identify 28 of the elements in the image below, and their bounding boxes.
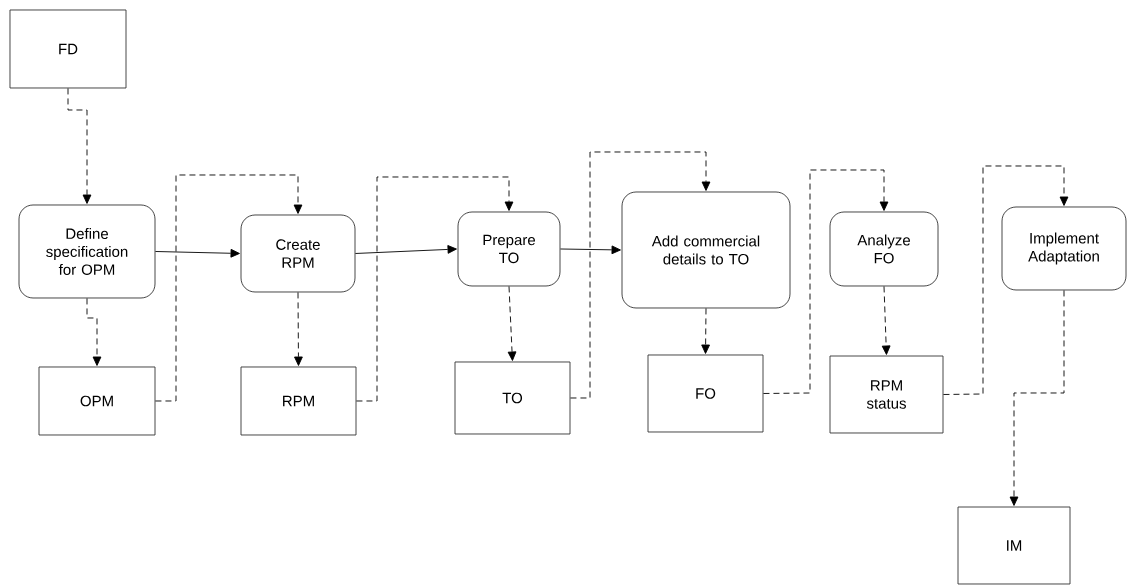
arrow: [155, 174, 303, 402]
process-box: Implement Adaptation: [1001, 206, 1127, 291]
process-box: Create RPM: [240, 214, 356, 293]
arrow: [86, 298, 102, 366]
arrow: [294, 292, 303, 366]
document-box: IM: [957, 506, 1071, 585]
arrow: [881, 286, 891, 355]
arrow: [701, 308, 710, 354]
document-box: FO: [647, 354, 764, 433]
arrow: [67, 88, 92, 204]
process-box: Define specification for OPM: [18, 204, 156, 299]
document-box: RPM: [240, 366, 357, 436]
document-box: TO: [454, 361, 571, 435]
process-box: Add commercial details to TO: [621, 191, 791, 309]
arrow: [1009, 290, 1065, 506]
document-box: RPM status: [829, 355, 944, 434]
arrow: [763, 169, 889, 394]
arrow: [943, 165, 1069, 395]
document-box: OPM: [38, 366, 156, 436]
arrow: [570, 151, 711, 399]
arrow: [356, 176, 514, 402]
process-box: Prepare TO: [457, 211, 561, 287]
arrow: [560, 245, 621, 255]
document-box: FD: [9, 9, 127, 89]
arrow: [355, 245, 457, 254]
arrow: [507, 286, 517, 361]
arrow: [155, 248, 240, 258]
process-box: Analyze FO: [829, 211, 939, 287]
